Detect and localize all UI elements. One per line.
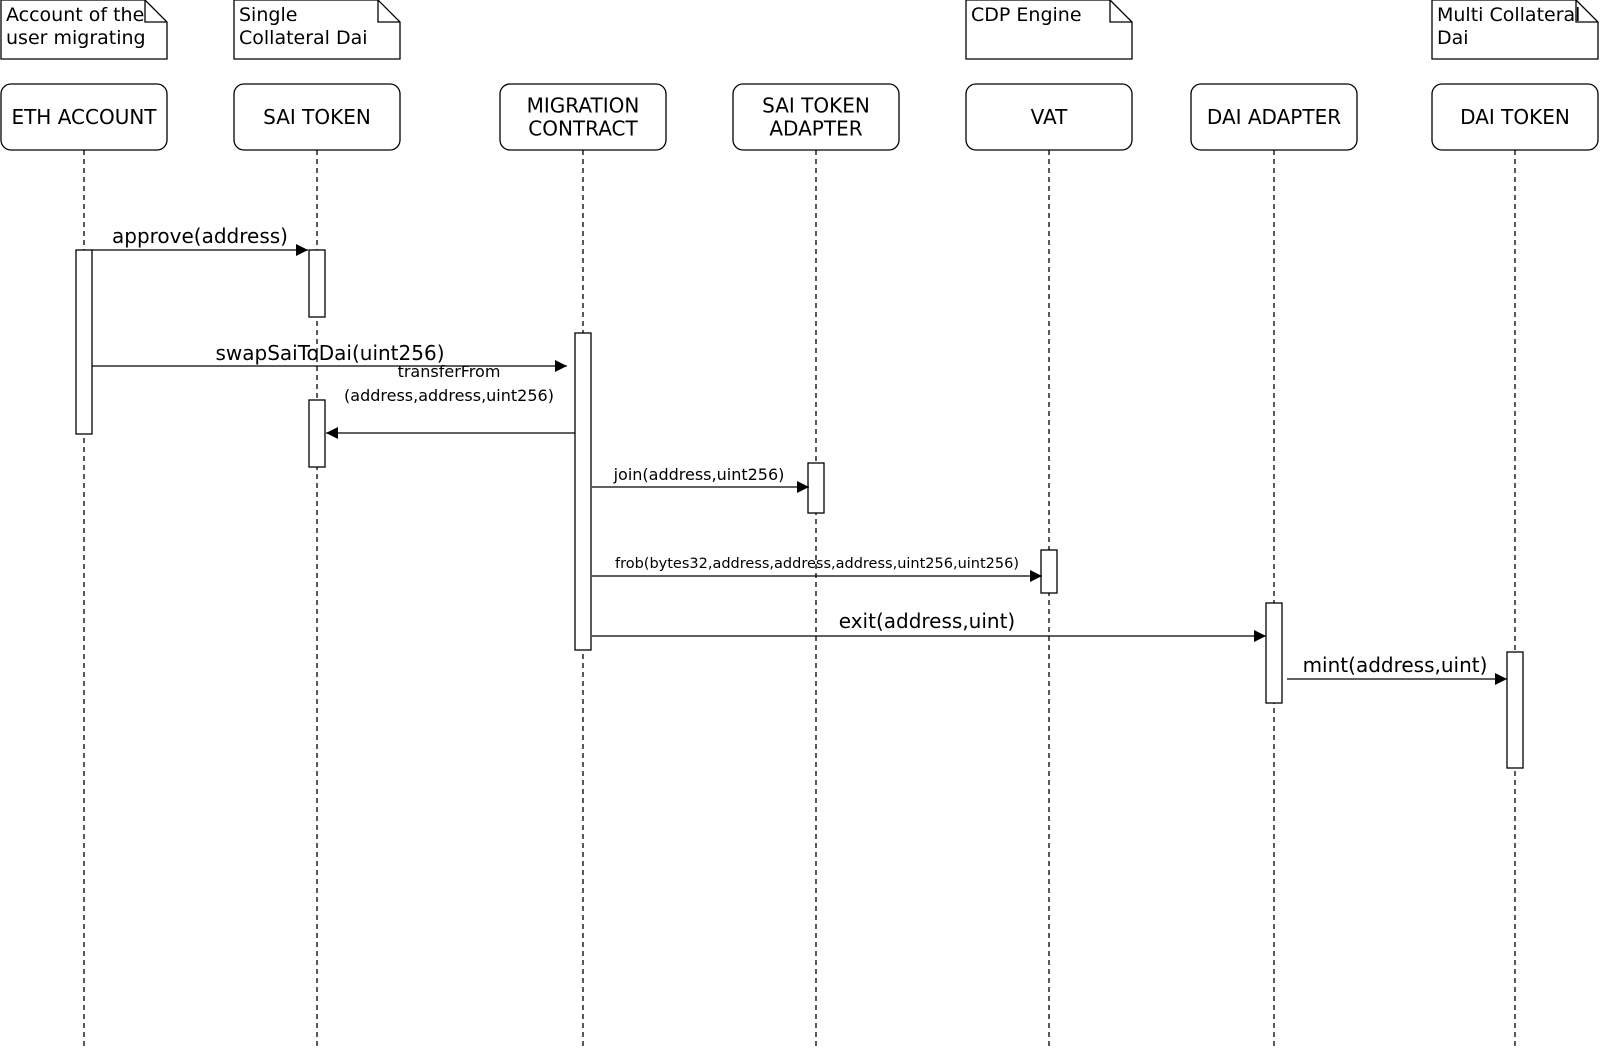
note-fold	[377, 0, 400, 23]
note-text: Collateral Dai	[239, 27, 368, 49]
note-text: Single	[239, 4, 297, 26]
note-text: CDP Engine	[971, 4, 1082, 26]
message-label: exit(address,uint)	[839, 609, 1015, 633]
participant-box[interactable]	[1190, 83, 1358, 151]
note-cdp-engine-note: CDP Engine	[965, 0, 1133, 60]
participant-label: CONTRACT	[528, 117, 638, 141]
activation-bar-sai-token	[308, 399, 326, 468]
message-label: (address,address,uint256)	[344, 386, 554, 405]
message-exit[interactable]: exit(address,uint)	[592, 609, 1266, 642]
activation-bar-dai-adapter	[1265, 602, 1283, 704]
participant-vat[interactable]: VAT	[965, 83, 1133, 151]
activation-bar-sai-token	[308, 249, 326, 318]
participant-box[interactable]	[0, 83, 168, 151]
message-label: approve(address)	[112, 224, 288, 248]
participant-label: MIGRATION	[527, 94, 640, 118]
participant-label: SAI TOKEN	[762, 94, 870, 118]
note-text: Account of the	[6, 4, 144, 26]
participant-dai-token[interactable]: DAI TOKEN	[1431, 83, 1599, 151]
note-shape	[965, 0, 1133, 60]
message-swap-sai-to-dai[interactable]: swapSaiToDai(uint256)	[92, 341, 567, 372]
participant-box[interactable]	[965, 83, 1133, 151]
activation-bar-vat	[1040, 549, 1058, 594]
message-approve[interactable]: approve(address)	[92, 224, 308, 256]
participant-label: DAI TOKEN	[1460, 105, 1570, 129]
lifelines-layer	[83, 150, 1516, 1047]
message-label: frob(bytes32,address,address,address,uin…	[615, 556, 1019, 572]
message-mint[interactable]: mint(address,uint)	[1287, 653, 1507, 685]
note-text: user migrating	[6, 27, 146, 49]
participant-label: SAI TOKEN	[263, 105, 371, 129]
note-fold	[1109, 0, 1132, 23]
participant-label: DAI ADAPTER	[1207, 105, 1341, 129]
participant-box[interactable]	[233, 83, 401, 151]
note-shape	[233, 0, 401, 60]
note-shape	[1431, 0, 1599, 60]
participant-eth-account[interactable]: ETH ACCOUNT	[0, 83, 168, 151]
message-frob[interactable]: frob(bytes32,address,address,address,uin…	[592, 556, 1042, 582]
participant-dai-adapter[interactable]: DAI ADAPTER	[1190, 83, 1358, 151]
activation-bar-eth-account	[75, 249, 93, 435]
note-shape	[0, 0, 168, 60]
note-fold	[144, 0, 167, 23]
note-text: Multi Collateral	[1437, 4, 1580, 26]
participant-box[interactable]	[732, 83, 900, 151]
activation-bar-dai-token	[1506, 651, 1524, 769]
participant-label: ADAPTER	[769, 117, 862, 141]
participant-box[interactable]	[1431, 83, 1599, 151]
messages-layer: approve(address) swapSaiToDai(uint256)tra…	[92, 224, 1507, 685]
participant-box[interactable]	[499, 83, 667, 151]
activation-bar-migration-contract	[574, 332, 592, 651]
participant-sai-token[interactable]: SAI TOKEN	[233, 83, 401, 151]
message-label: swapSaiToDai(uint256)	[215, 341, 444, 365]
note-text: Dai	[1437, 27, 1469, 49]
message-label: mint(address,uint)	[1303, 653, 1488, 677]
note-fold	[1575, 0, 1598, 23]
message-join[interactable]: join(address,uint256)	[592, 465, 809, 493]
participant-label: ETH ACCOUNT	[11, 105, 157, 129]
message-label: join(address,uint256)	[613, 465, 785, 484]
activation-bar-sai-token-adapter	[807, 462, 825, 514]
participant-label: VAT	[1031, 105, 1069, 129]
activations-layer	[75, 249, 1524, 769]
message-label: transferFrom	[398, 362, 501, 381]
message-transfer-from[interactable]: transferFrom (address,address,uint256)	[326, 362, 575, 439]
